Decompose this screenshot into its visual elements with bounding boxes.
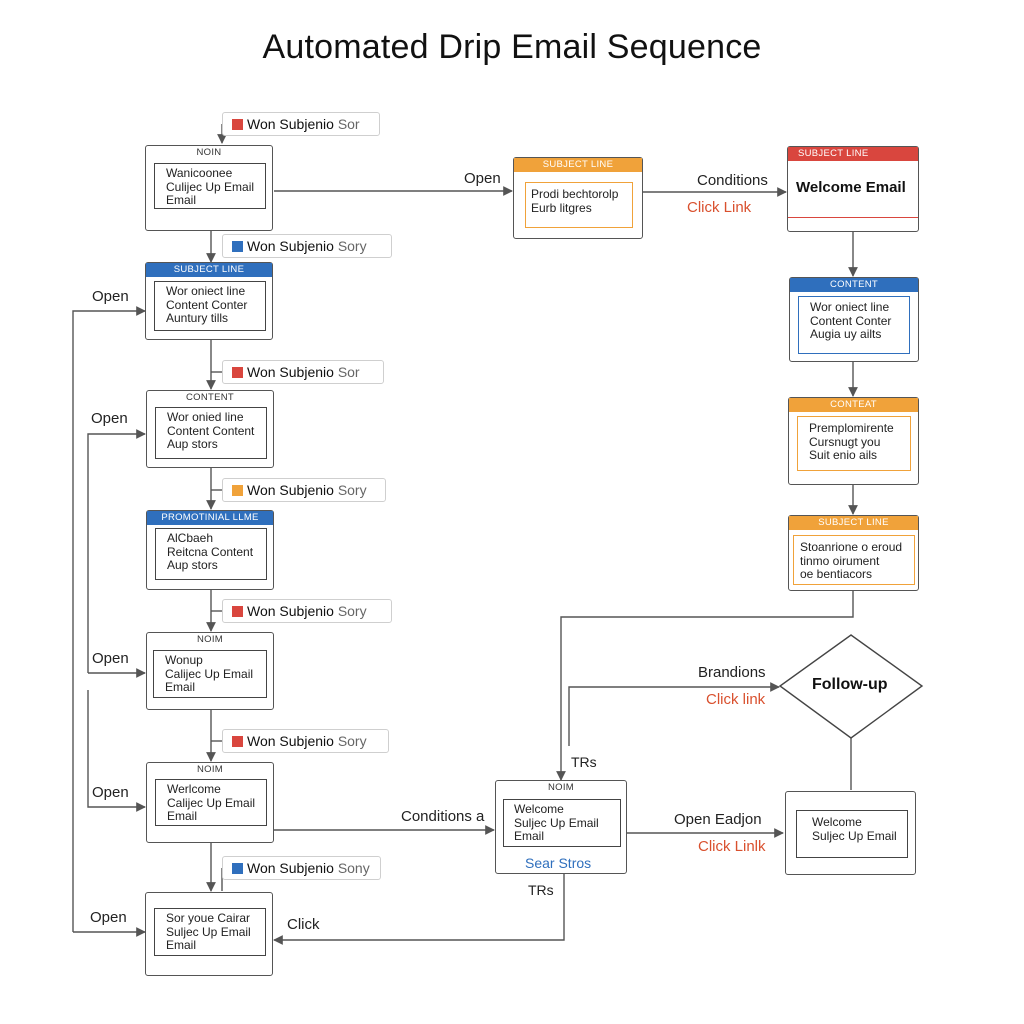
node-footer: Sear Stros [525,855,592,871]
welcome-email-node[interactable]: SUBJECT LINE Welcome Email [787,146,919,232]
edge-click-back [273,858,565,945]
subject-tag[interactable]: Won Subjenio Sory [222,234,392,258]
blue-square-icon [232,241,243,252]
right-node-1[interactable]: CONTENT Wor oniect line Content Conter A… [789,277,919,362]
edge-label-click-link-top: Click Link [687,199,752,216]
node-content: Wonup Calijec Up Email Email [153,650,267,698]
edge-label-open: Open [92,288,129,305]
node-content: Sor youe Cairar Suljec Up Email Email [154,908,266,956]
edge-label-open: Open [92,650,129,667]
right-bottom-node[interactable]: Welcome Suljec Up Email [785,791,916,875]
subject-tag[interactable]: Won Subjenio Sory [222,478,386,502]
node-header: CONTENT [185,392,234,403]
left-node-5[interactable]: NOIM Wonup Calijec Up Email Email [146,632,274,710]
node-header: SUBJECT LINE [789,516,918,530]
node-title: Welcome Email [796,179,906,196]
blue-square-icon [232,863,243,874]
edge-label-trs-top: TRs [571,754,597,770]
edge-label-open-eadjon: Open Eadjon [674,811,762,828]
loop-open-1 [72,306,146,932]
orange-square-icon [232,485,243,496]
edge-label-open: Open [91,410,128,427]
left-node-3[interactable]: CONTENT Wor onied line Content Content A… [146,390,274,468]
red-square-icon [232,367,243,378]
right-node-3[interactable]: SUBJECT LINE Stoanrione o eroud tinmo oi… [788,515,919,591]
node-header: CONTENT [790,278,918,292]
edge-label-trs-bottom: TRs [528,882,554,898]
divider [788,217,918,218]
right-node-2[interactable]: CONTEAT Premplomirente Cursnugt you Suit… [788,397,919,485]
node-content: Wor oniect line Content Conter Augia uy … [798,296,910,354]
edge-label-brandions: Brandions [698,664,766,681]
edge-label-open-top: Open [464,170,501,187]
edge-right-down [556,591,854,781]
red-square-icon [232,736,243,747]
subject-tag[interactable]: Won Subjenio Sory [222,729,389,753]
edge-label-open: Open [92,784,129,801]
left-node-7[interactable]: Sor youe Cairar Suljec Up Email Email [145,892,273,976]
node-content: Wor oniect line Content Conter Auntury t… [154,281,266,331]
node-header: NOIM [196,634,223,645]
left-node-1[interactable]: NOIN Wanicoonee Culijec Up Email Email [145,145,273,231]
edge-label-click-link-bottom: Click Linlk [698,838,766,855]
node-content: Prodi bechtorolp Eurb litgres [525,182,633,228]
edge-label-open: Open [90,909,127,926]
node-header: NOIN [196,147,222,158]
edge-label-conditions-top: Conditions [697,172,768,189]
left-node-6[interactable]: NOIM Werlcome Calijec Up Email Email [146,762,274,843]
subject-tag[interactable]: Won Subjenio Sor [222,360,384,384]
node-header: NOIM [196,764,223,775]
node-header: NOIM [547,782,574,793]
subject-tag[interactable]: Won Subjenio Sony [222,856,381,880]
loop-open-4 [87,690,146,812]
top-middle-node[interactable]: SUBJECT LINE Prodi bechtorolp Eurb litgr… [513,157,643,239]
node-content: Premplomirente Cursnugt you Suit enio ai… [797,416,911,471]
subject-tag[interactable]: Won Subjenio Sor [222,112,380,136]
red-square-icon [232,606,243,617]
node-content: Werlcome Calijec Up Email Email [155,779,267,826]
left-node-4[interactable]: PROMOTINIAL LLME AlCbaeh Reitcna Content… [146,510,274,590]
node-header: SUBJECT LINE [514,158,642,172]
node-content: Welcome Suljec Up Email Email [503,799,621,847]
node-header: SUBJECT LINE [788,147,918,161]
edge-label-click: Click [287,916,320,933]
edge-label-conditions-bottom: Conditions a [401,808,485,825]
loop-open-2 [87,429,146,673]
edge-label-click-link-mid: Click link [706,691,766,708]
node-content: AlCbaeh Reitcna Content Aup stors [155,528,267,580]
edge-brandions [568,682,780,746]
node-header: SUBJECT LINE [146,263,272,277]
node-content: Welcome Suljec Up Email [796,810,908,858]
page-title: Automated Drip Email Sequence [262,28,762,66]
node-content: Wor onied line Content Content Aup stors [155,407,267,459]
red-square-icon [232,119,243,130]
left-node-2[interactable]: SUBJECT LINE Wor oniect line Content Con… [145,262,273,340]
diamond-label[interactable]: Follow-up [812,676,888,693]
follow-up-diamond [778,634,924,739]
node-header: PROMOTINIAL LLME [147,511,273,525]
node-header: CONTEAT [789,398,918,412]
node-content: Stoanrione o eroud tinmo oirument oe ben… [793,535,915,585]
center-bottom-node[interactable]: NOIM Welcome Suljec Up Email Email Sear … [495,780,627,874]
node-content: Wanicoonee Culijec Up Email Email [154,163,266,209]
subject-tag[interactable]: Won Subjenio Sory [222,599,392,623]
